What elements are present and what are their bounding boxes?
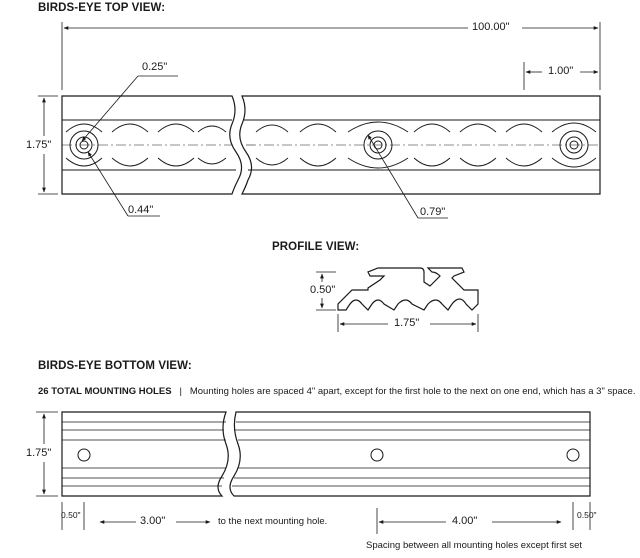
dim-overall-length (61, 22, 601, 90)
dim-bottom-extension-lines (61, 502, 591, 534)
bottom-view-title: BIRDS-EYE BOTTOM VIEW: (38, 360, 192, 372)
top-view-title: BIRDS-EYE TOP VIEW: (38, 2, 166, 14)
holes-separator: | (179, 386, 182, 397)
label-end-spacing: 1.00" (548, 65, 574, 77)
holes-spacing-note: Mounting holes are spaced 4" apart, exce… (189, 386, 636, 397)
label-edge-left: 0.50" (61, 510, 81, 520)
dim-profile-height (316, 271, 336, 311)
dim-profile-width (337, 314, 479, 332)
label-bottom-width: 1.75" (26, 447, 52, 459)
label-overall-length: 100.00" (472, 21, 510, 33)
top-rail-track-lines (62, 119, 600, 171)
top-rail-scallops (65, 121, 597, 169)
label-profile-width: 1.75" (394, 317, 420, 329)
bottom-rail-groove-lines (62, 421, 590, 487)
leader-pocket-dia (87, 151, 160, 217)
label-opening-dia: 0.79" (420, 206, 446, 218)
label-first-gap: 3.00" (140, 515, 166, 527)
profile-view-title: PROFILE VIEW: (272, 241, 360, 253)
label-bolt-dia: 0.25" (142, 61, 168, 73)
dim-top-width (38, 95, 58, 195)
leader-bolt-dia (81, 75, 178, 142)
top-rail-outline (61, 95, 601, 195)
label-edge-right: 0.50" (577, 510, 597, 520)
dim-end-spacing (523, 62, 599, 90)
holes-count-label: 26 TOTAL MOUNTING HOLES (38, 386, 172, 397)
label-first-gap-note: to the next mounting hole. (218, 516, 328, 527)
label-profile-height: 0.50" (310, 284, 336, 296)
profile-shape (337, 267, 479, 311)
top-rail-fittings (69, 130, 589, 160)
leader-opening-dia (367, 134, 448, 219)
bottom-rail-outline (61, 411, 591, 497)
label-spacing: 4.00" (452, 515, 478, 527)
holes-note-line: 26 TOTAL MOUNTING HOLES | Mounting holes… (38, 386, 635, 397)
label-pocket-dia: 0.44" (128, 204, 154, 216)
label-spacing-note: Spacing between all mounting holes excep… (366, 540, 582, 551)
bottom-mounting-holes (77, 448, 580, 462)
dim-bottom-width (36, 411, 58, 497)
label-top-width: 1.75" (26, 139, 52, 151)
